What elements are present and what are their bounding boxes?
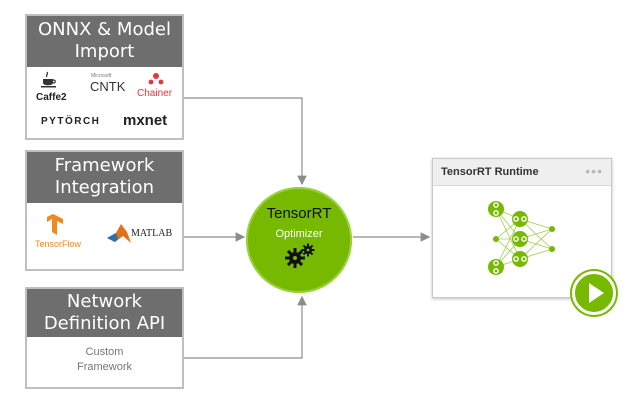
optimizer-title: TensorRT [266,205,332,222]
play-button[interactable] [572,271,616,315]
network-definition-api-box: Network Definition API Custom Framework [25,287,184,389]
onnx-model-import-box: ONNX & Model Import Caffe2 Microsoft CNT… [25,14,184,140]
onnx-model-import-title: ONNX & Model Import [27,16,182,67]
custom-framework-label: Custom Framework [76,346,132,373]
microsoft-label: Microsoft [91,73,112,79]
framework-integration-box: Framework Integration TensorFlow MATLAB [25,150,184,271]
neural-network-icon [488,201,555,275]
tensorflow-logo: TensorFlow [35,239,82,249]
framework-integration-title: Framework Integration [27,152,182,203]
runtime-title: TensorRT Runtime [441,166,539,178]
window-menu-icon[interactable]: ••• [585,163,603,179]
runtime-title-bar: TensorRT Runtime ••• [433,159,611,186]
coffee-cup-icon [41,71,56,88]
network-definition-api-title: Network Definition API [27,289,182,337]
matlab-logo-icon [107,224,131,243]
chainer-logo-icon [148,73,164,85]
network-connector [184,295,307,359]
gears-icon [285,243,315,268]
pytorch-logo: PYTÖRCH [41,116,101,127]
chainer-logo: Chainer [137,88,173,99]
tensorrt-runtime-window: TensorRT Runtime ••• [432,158,612,298]
caffe2-logo: Caffe2 [36,92,67,103]
matlab-logo: MATLAB [131,228,173,239]
optimizer-subtitle: Optimizer [275,228,323,240]
tensorflow-logo-icon [47,214,63,235]
mxnet-logo: mxnet [123,112,168,129]
cntk-logo: CNTK [90,79,126,94]
onnx-connector [184,97,307,186]
tensorrt-optimizer: TensorRT Optimizer [246,187,352,293]
play-icon [589,283,604,303]
